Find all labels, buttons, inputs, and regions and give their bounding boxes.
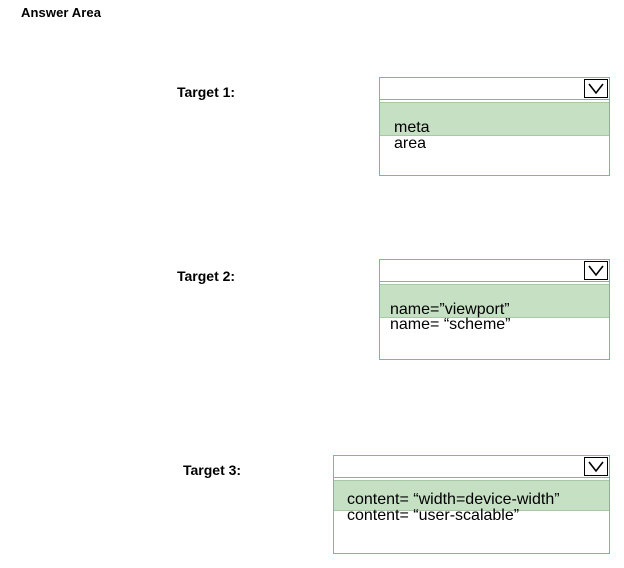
target-3-option-user-scalable[interactable]: content= “user-scalable”	[347, 507, 520, 524]
answer-area-title: Answer Area	[21, 5, 102, 20]
target-1-options: meta area	[380, 100, 609, 175]
option-highlight	[380, 284, 609, 318]
target-2-dropdown-toggle[interactable]	[584, 261, 608, 280]
target-3-option-width-device-width[interactable]: content= “width=device-width”	[347, 491, 560, 508]
target-3-dropdown-header[interactable]	[334, 456, 609, 478]
chevron-down-icon	[588, 265, 604, 277]
option-highlight	[380, 102, 609, 136]
target-3-options: content= “width=device-width” content= “…	[334, 478, 609, 553]
target-1-dropdown-toggle[interactable]	[584, 79, 608, 98]
target-1-dropdown[interactable]: meta area	[379, 77, 610, 176]
target-3-dropdown-toggle[interactable]	[584, 457, 608, 476]
target-2-label: Target 2:	[177, 268, 236, 284]
target-1-label: Target 1:	[177, 84, 236, 100]
chevron-down-icon	[588, 461, 604, 473]
target-2-options: name=”viewport” name= “scheme”	[380, 282, 609, 359]
target-2-option-scheme[interactable]: name= “scheme”	[390, 316, 511, 333]
target-1-option-meta[interactable]: meta	[394, 119, 430, 136]
target-2-dropdown[interactable]: name=”viewport” name= “scheme”	[379, 259, 610, 360]
target-3-dropdown[interactable]: content= “width=device-width” content= “…	[333, 455, 610, 554]
target-3-label: Target 3:	[183, 462, 242, 478]
chevron-down-icon	[588, 83, 604, 95]
target-1-option-area[interactable]: area	[394, 135, 427, 152]
target-2-option-viewport[interactable]: name=”viewport”	[390, 301, 510, 318]
target-2-dropdown-header[interactable]	[380, 260, 609, 282]
target-1-dropdown-header[interactable]	[380, 78, 609, 100]
option-highlight	[334, 480, 609, 511]
